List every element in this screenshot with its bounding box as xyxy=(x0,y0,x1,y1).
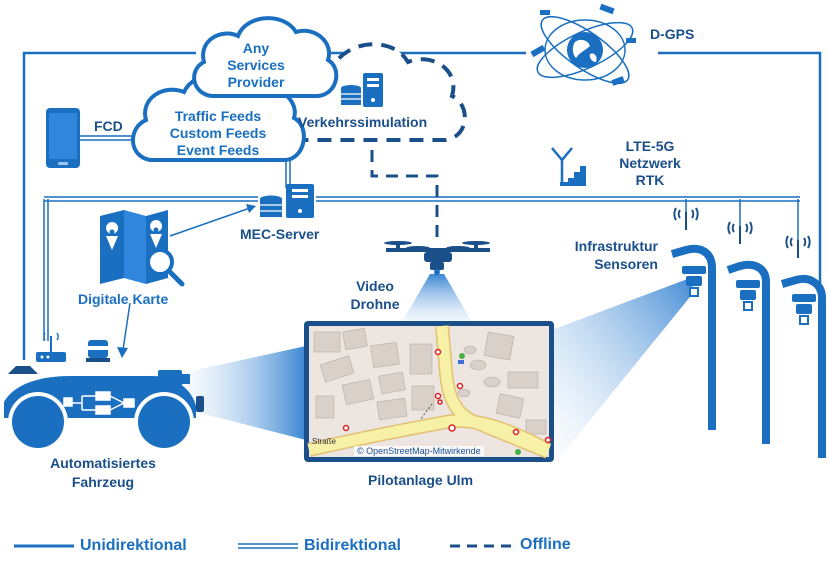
services-provider-label: Any Services Provider xyxy=(227,40,285,90)
infra-poles xyxy=(670,244,826,458)
map-credit: © OpenStreetMap-Mitwirkende xyxy=(354,446,484,456)
legend-offline-label: Offline xyxy=(520,536,571,553)
dgps-label: D-GPS xyxy=(650,26,695,42)
pole-icon xyxy=(726,260,770,444)
mec-server-icon xyxy=(260,184,314,218)
infra-beam xyxy=(552,278,694,462)
router-icon xyxy=(36,332,66,362)
car-beam xyxy=(184,346,306,440)
services-cloud xyxy=(192,16,339,98)
pilotanlage-label: Pilotanlage Ulm xyxy=(368,472,474,488)
pole-icon xyxy=(670,244,716,430)
antenna-icon xyxy=(551,147,586,186)
legend-bi-label: Bidirektional xyxy=(304,537,401,554)
car-icon xyxy=(4,332,204,452)
video-drohne-label: Video Drohne xyxy=(350,278,400,312)
globe-icon xyxy=(567,32,603,68)
map-street-label: Straße xyxy=(312,437,337,446)
pole-icon xyxy=(780,275,826,458)
wifi-icon xyxy=(673,207,811,258)
lidar-icon xyxy=(86,340,110,362)
feeds-label: Traffic Feeds Custom Feeds Event Feeds xyxy=(169,108,267,158)
infrastruktur-sensoren-label: Infrastruktur Sensoren xyxy=(574,238,658,272)
lte-label: LTE-5G Netzwerk RTK xyxy=(619,138,681,188)
pilot-map xyxy=(304,321,554,462)
simulation-server-icon xyxy=(341,73,383,107)
arrow-head-mec xyxy=(246,204,256,213)
satellite-icon xyxy=(530,3,636,86)
verkehrssimulation-label: Verkehrssimulation xyxy=(298,114,428,130)
legend-lines xyxy=(14,543,514,549)
smartphone-icon xyxy=(46,108,80,168)
legend-uni-label: Unidirektional xyxy=(80,537,187,554)
infra-sensors xyxy=(682,266,816,325)
fahrzeug-label: Automatisiertes Fahrzeug xyxy=(50,455,156,490)
magnifier-icon xyxy=(146,248,185,287)
drone-beam xyxy=(402,274,472,322)
offline-lines xyxy=(370,150,439,238)
arrow-head-car xyxy=(117,347,128,358)
mec-server-label: MEC-Server xyxy=(240,226,320,242)
digitale-karte-label: Digitale Karte xyxy=(78,291,169,307)
drone-icon xyxy=(384,241,490,275)
fcd-label: FCD xyxy=(94,118,123,134)
